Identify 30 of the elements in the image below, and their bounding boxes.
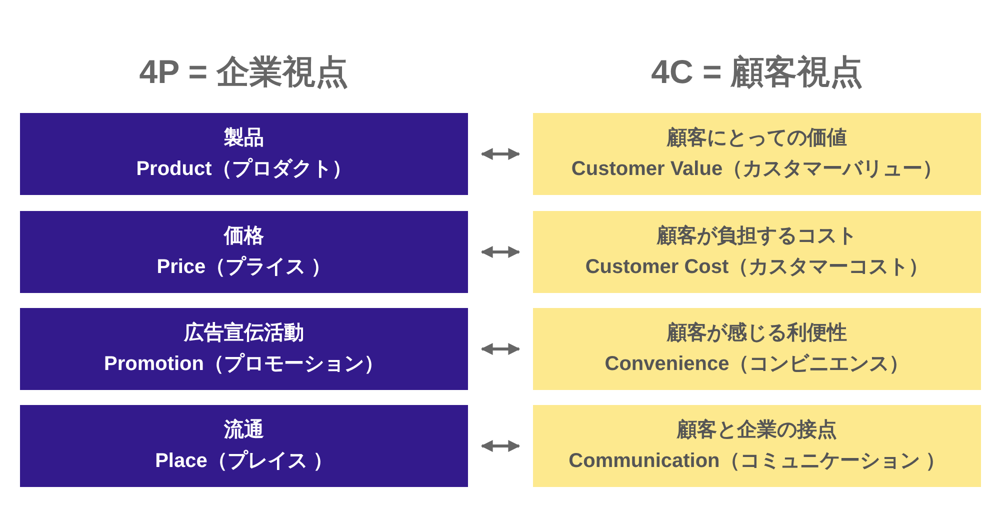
box-subtitle: Customer Value（カスタマーバリュー） xyxy=(571,157,943,182)
4p-box xyxy=(20,113,468,195)
box-subtitle: Communication（コミュニケーション ） xyxy=(568,449,946,474)
box-title: 流通 xyxy=(224,418,264,443)
box-title: 顧客が感じる利便性 xyxy=(667,320,847,346)
4c-box xyxy=(533,405,981,487)
box-subtitle: Price（プライス ） xyxy=(156,254,332,280)
4p-box xyxy=(20,405,468,487)
double-arrow xyxy=(480,440,520,452)
double-arrow xyxy=(480,343,520,355)
box-subtitle: Promotion（プロモーション） xyxy=(104,352,384,377)
box-subtitle: Convenience（コンビニエンス） xyxy=(604,352,910,377)
box-title: 価格 xyxy=(224,224,264,249)
box-title: 製品 xyxy=(224,126,264,151)
box-title: 顧客にとっての価値 xyxy=(667,126,847,151)
4p-box xyxy=(20,211,468,293)
4p-box xyxy=(20,308,468,390)
4c-box xyxy=(533,308,981,390)
double-arrow xyxy=(480,246,520,258)
double-arrow xyxy=(480,148,520,160)
box-title: 顧客と企業の接点 xyxy=(677,418,837,443)
box-subtitle: Place（プレイス ） xyxy=(155,448,333,474)
column-heading: 4C = 顧客視点 xyxy=(650,52,864,92)
box-subtitle: Customer Cost（カスタマーコスト） xyxy=(585,255,929,280)
box-subtitle: Product（プロダクト） xyxy=(136,156,352,182)
4c-box xyxy=(533,113,981,195)
column-heading: 4P = 企業視点 xyxy=(138,52,350,92)
box-title: 顧客が負担するコスト xyxy=(657,224,857,249)
4c-box xyxy=(533,211,981,293)
box-title: 広告宣伝活動 xyxy=(184,320,304,346)
